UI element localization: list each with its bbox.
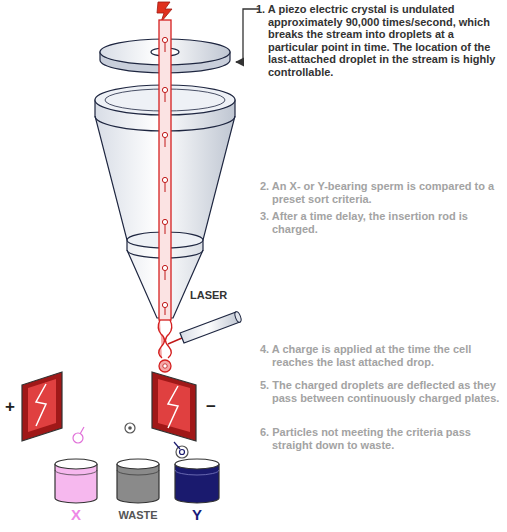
sample-stream [157,2,172,372]
cup-label: Y [192,506,202,523]
step-note: 1. A piezo electric crystal is undulated… [256,3,504,78]
charge-bolt [157,2,172,22]
step-note: 3. After a time delay, the insertion rod… [260,210,504,235]
sorted-droplets [73,423,188,458]
polarity-sign: + [5,397,15,417]
cup-label: WASTE [118,509,157,521]
collection-cups [55,459,219,503]
part-label: LASER [190,289,227,301]
step-note: 2. An X- or Y-bearing sperm is compared … [260,180,504,205]
step-note: 5. The charged droplets are deflected as… [260,379,504,404]
step-note: 4. A charge is applied at the time the c… [260,343,504,368]
leader-line [236,9,259,62]
cup-label: X [71,506,81,523]
step-note: 6. Particles not meeting the criteria pa… [260,426,504,451]
polarity-sign: − [206,397,216,417]
laser [168,311,242,344]
deflection-plates [22,372,196,441]
